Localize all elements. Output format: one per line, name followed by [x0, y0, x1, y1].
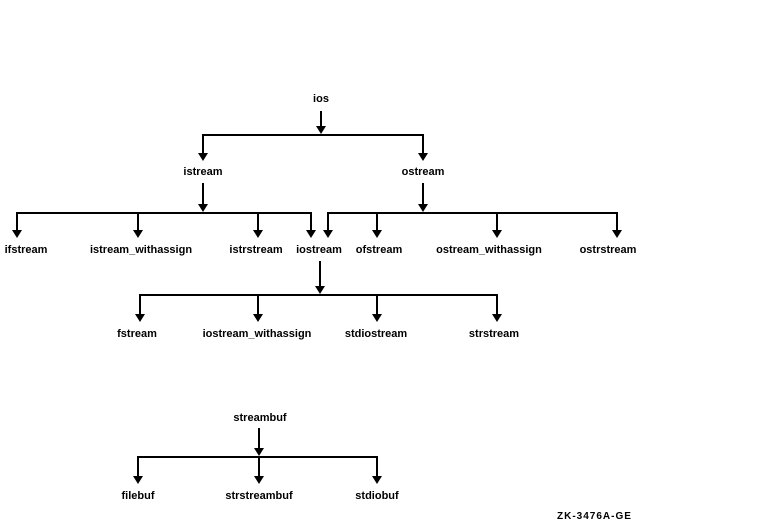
arrowhead-down-icon — [254, 448, 264, 456]
class-node-ostrstream: ostrstream — [579, 244, 637, 256]
arrowhead-down-icon — [418, 204, 428, 212]
tree-stem-line — [202, 183, 204, 204]
arrowhead-down-icon — [492, 230, 502, 238]
tree-stem-line — [137, 456, 139, 476]
tree-stem-line — [310, 212, 312, 230]
class-node-stdiobuf: stdiobuf — [355, 490, 399, 502]
arrowhead-down-icon — [612, 230, 622, 238]
class-node-istream: istream — [183, 166, 223, 178]
class-node-strstreambuf: strstreambuf — [225, 490, 293, 502]
tree-stem-line — [376, 294, 378, 314]
class-node-ostream: ostream — [401, 166, 445, 178]
tree-stem-line — [422, 183, 424, 204]
tree-stem-line — [496, 294, 498, 314]
tree-stem-line — [202, 134, 204, 153]
arrowhead-down-icon — [372, 314, 382, 322]
tree-bus-line — [328, 212, 618, 214]
class-node-strstream: strstream — [468, 328, 520, 340]
arrowhead-down-icon — [372, 476, 382, 484]
class-node-ifstream: ifstream — [4, 244, 48, 256]
arrowhead-down-icon — [372, 230, 382, 238]
class-node-iostream-withassign: iostream_withassign — [202, 328, 312, 340]
class-node-stdiostream: stdiostream — [344, 328, 408, 340]
arrowhead-down-icon — [418, 153, 428, 161]
arrowhead-down-icon — [198, 153, 208, 161]
arrowhead-down-icon — [254, 476, 264, 484]
tree-bus-line — [140, 294, 498, 296]
tree-stem-line — [327, 212, 329, 230]
tree-stem-line — [422, 134, 424, 153]
arrowhead-down-icon — [12, 230, 22, 238]
arrowhead-down-icon — [198, 204, 208, 212]
arrowhead-down-icon — [492, 314, 502, 322]
tree-stem-line — [258, 456, 260, 476]
arrowhead-down-icon — [315, 286, 325, 294]
class-node-streambuf: streambuf — [233, 412, 287, 424]
tree-stem-line — [376, 456, 378, 476]
class-node-filebuf: filebuf — [121, 490, 155, 502]
class-node-fstream: fstream — [117, 328, 157, 340]
class-node-ofstream: ofstream — [355, 244, 403, 256]
figure-id-label: ZK-3476A-GE — [557, 511, 632, 522]
tree-stem-line — [376, 212, 378, 230]
tree-stem-line — [257, 212, 259, 230]
tree-stem-line — [257, 294, 259, 314]
tree-stem-line — [258, 428, 260, 448]
tree-stem-line — [496, 212, 498, 230]
tree-bus-line — [203, 134, 424, 136]
tree-stem-line — [320, 111, 322, 126]
arrowhead-down-icon — [323, 230, 333, 238]
arrowhead-down-icon — [253, 314, 263, 322]
tree-stem-line — [137, 212, 139, 230]
class-node-ostream-withassign: ostream_withassign — [436, 244, 542, 256]
class-node-istream-withassign: istream_withassign — [89, 244, 193, 256]
class-node-istrstream: istrstream — [229, 244, 283, 256]
arrowhead-down-icon — [316, 126, 326, 134]
arrowhead-down-icon — [306, 230, 316, 238]
tree-stem-line — [319, 261, 321, 286]
class-node-ios: ios — [313, 93, 329, 105]
arrowhead-down-icon — [135, 314, 145, 322]
tree-stem-line — [16, 212, 18, 230]
tree-stem-line — [616, 212, 618, 230]
tree-bus-line — [17, 212, 312, 214]
arrowhead-down-icon — [253, 230, 263, 238]
arrowhead-down-icon — [133, 230, 143, 238]
class-node-iostream: iostream — [296, 244, 342, 256]
arrowhead-down-icon — [133, 476, 143, 484]
tree-stem-line — [139, 294, 141, 314]
